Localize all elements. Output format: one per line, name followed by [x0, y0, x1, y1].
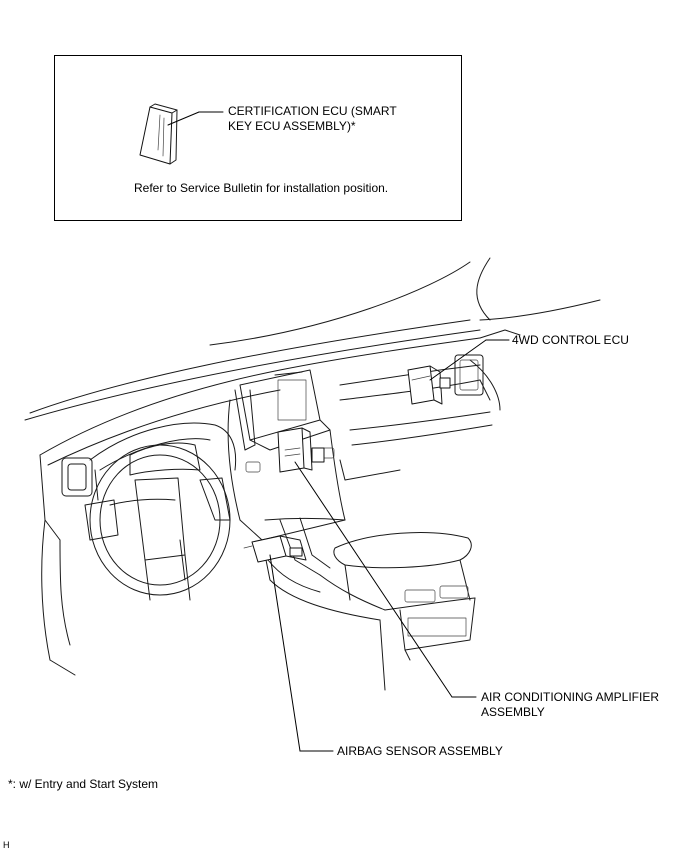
certification-ecu-label-line2: KEY ECU ASSEMBLY)* — [228, 119, 356, 133]
ac-amplifier-label-line1: AIR CONDITIONING AMPLIFIER — [481, 690, 660, 704]
ac-amplifier-label-line2: ASSEMBLY — [481, 705, 545, 719]
inset-note: Refer to Service Bulletin for installati… — [134, 181, 389, 195]
airbag-sensor-icon — [243, 535, 307, 563]
inset-box — [54, 55, 462, 221]
airbag-sensor-label: AIRBAG SENSOR ASSEMBLY — [337, 744, 503, 758]
fourwd-ecu-icon — [407, 365, 451, 405]
certification-ecu-icon — [139, 103, 178, 165]
corner-mark: H — [3, 840, 10, 850]
certification-ecu-label-line1: CERTIFICATION ECU (SMART — [228, 104, 397, 118]
footnote: *: w/ Entry and Start System — [8, 777, 159, 791]
fourwd-control-ecu-label: 4WD CONTROL ECU — [512, 333, 629, 347]
ac-amplifier-icon — [277, 427, 325, 473]
